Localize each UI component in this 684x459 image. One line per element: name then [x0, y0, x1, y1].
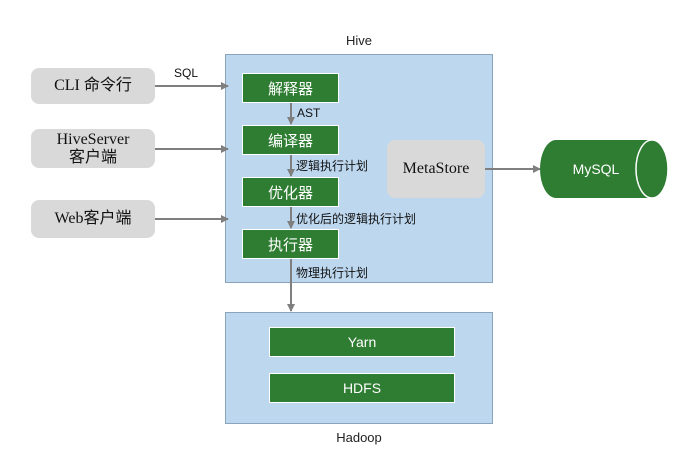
web-client-label: Web客户端	[54, 210, 132, 227]
executor-box: 执行器	[242, 229, 339, 259]
hiveserver-client-line2: 客户端	[68, 148, 117, 166]
optimized-plan-label: 优化后的逻辑执行计划	[296, 212, 417, 226]
mysql-cylinder	[540, 139, 669, 199]
compiler-box: 编译器	[242, 125, 339, 155]
yarn-box: Yarn	[269, 327, 455, 357]
parser-box: 解释器	[242, 73, 339, 103]
logical-plan-label: 逻辑执行计划	[296, 159, 369, 173]
physical-plan-label: 物理执行计划	[296, 266, 369, 280]
hiveserver-client-box: HiveServer 客户端	[31, 129, 155, 168]
hdfs-box: HDFS	[269, 373, 455, 403]
hiveserver-client-line1: HiveServer	[56, 130, 130, 148]
metastore-box: MetaStore	[387, 140, 485, 198]
sql-label: SQL	[174, 66, 199, 80]
cli-client-label: CLI 命令行	[54, 77, 132, 94]
hadoop-title: Hadoop	[336, 430, 382, 445]
cli-client-box: CLI 命令行	[31, 68, 155, 104]
optimizer-box: 优化器	[242, 177, 339, 207]
ast-label: AST	[297, 106, 321, 120]
mysql-label: MySQL	[572, 161, 620, 177]
hive-title: Hive	[345, 33, 372, 48]
web-client-box: Web客户端	[31, 200, 155, 238]
